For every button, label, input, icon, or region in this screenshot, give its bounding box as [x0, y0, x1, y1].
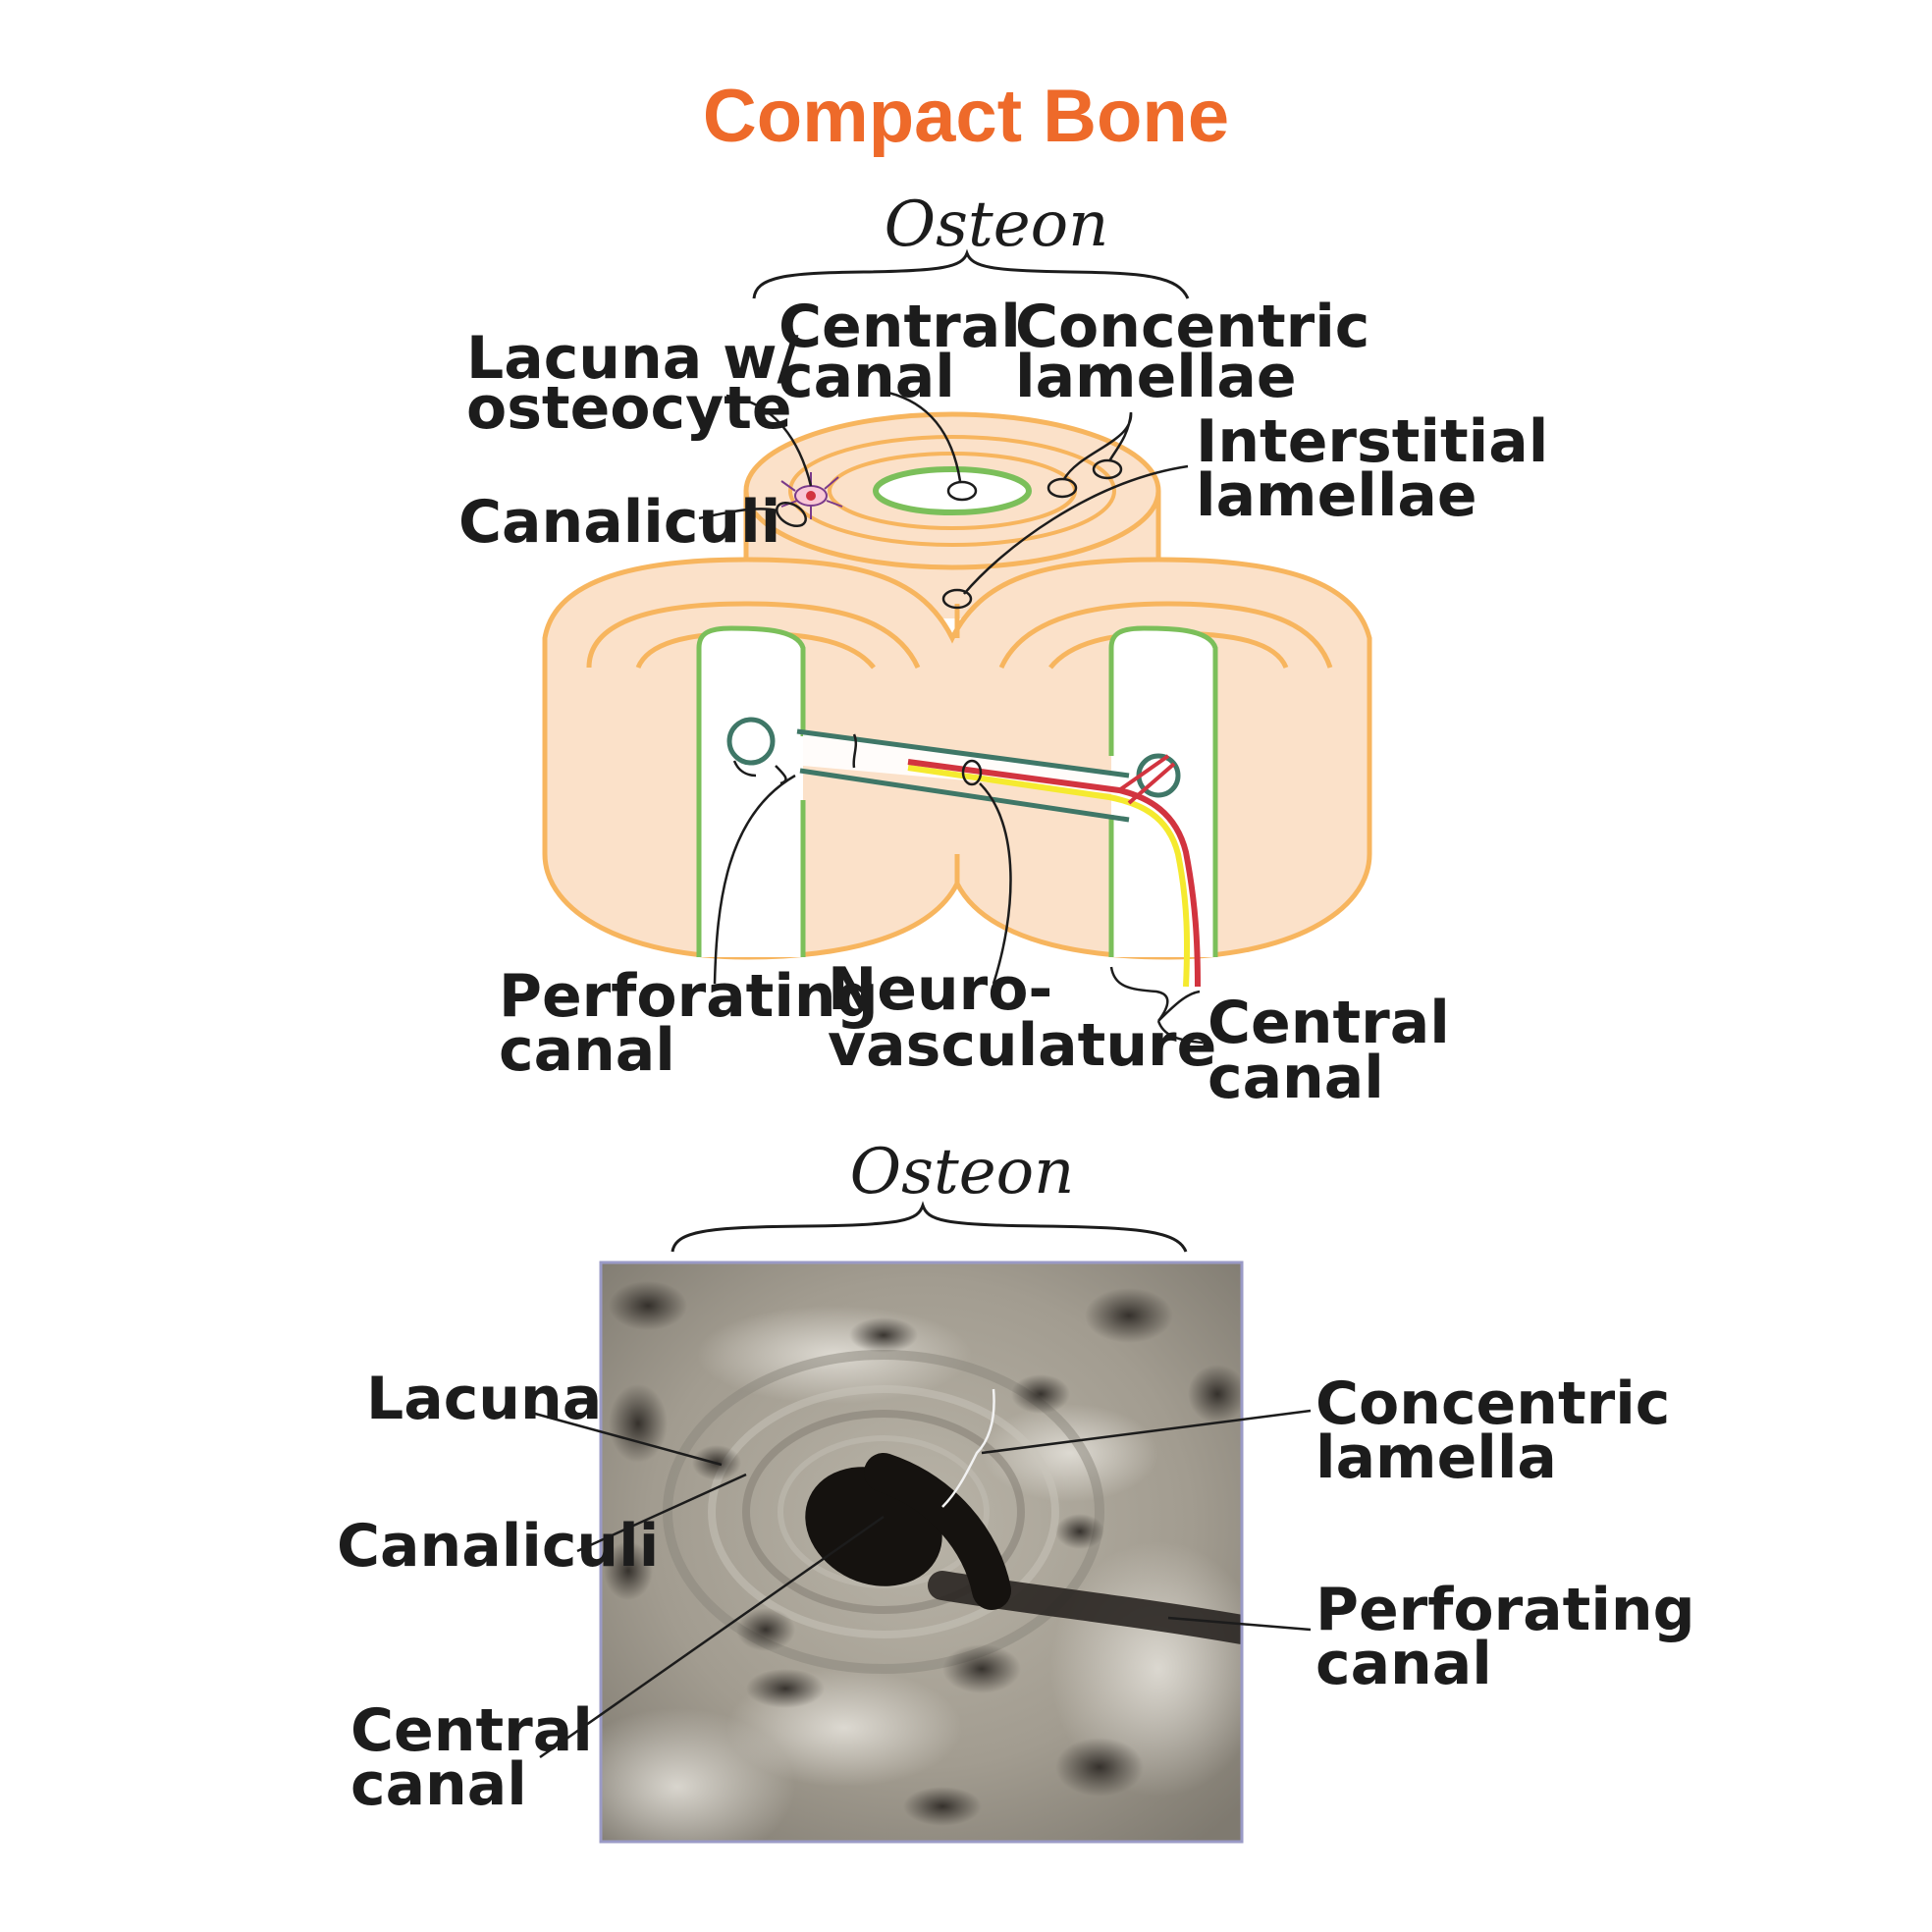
- label-perforating-canal-photo-2: canal: [1315, 1630, 1492, 1698]
- osteon-diagram: Osteon: [458, 188, 1548, 1112]
- leader-canaliculi-top: [698, 508, 778, 520]
- label-central-canal-photo: Central: [350, 1696, 593, 1765]
- leader-central-canal-bottom: [1109, 966, 1201, 1022]
- perforating-canal-tube: [796, 728, 1130, 823]
- leader-perforating: [713, 774, 796, 985]
- label-lacuna-photo: Lacuna: [366, 1365, 602, 1433]
- label-concentric-lamella-photo: Concentric: [1315, 1369, 1670, 1438]
- label-concentric-lamellae-2: lamellae: [1015, 343, 1297, 411]
- label-perforating-canal-2: canal: [499, 1016, 675, 1085]
- label-central-canal-bottom: Central: [1208, 989, 1450, 1057]
- leader-perforating-canal-photo: [1167, 1616, 1312, 1632]
- leader-concentric-lamella-photo: [981, 1409, 1312, 1455]
- leader-lacuna-photo: [534, 1412, 723, 1467]
- osteon-brace: [752, 248, 1190, 299]
- micrograph-panel: Osteon: [337, 1136, 1695, 1844]
- leader-concentric-lamellae: [1062, 411, 1133, 480]
- label-canaliculi-photo: Canaliculi: [337, 1512, 659, 1581]
- osteon-brace-bottom: [671, 1201, 1188, 1253]
- label-lacuna-osteocyte-2: osteocyte: [466, 374, 792, 443]
- label-neurovasculature: Neuro-: [828, 955, 1052, 1024]
- leader-interstitial: [963, 464, 1189, 595]
- label-neurovasculature-2: vasculature: [828, 1011, 1216, 1080]
- label-concentric-lamellae: Concentric: [1015, 293, 1369, 361]
- leader-perforating-circle: [732, 760, 787, 785]
- label-central-canal-photo-2: canal: [350, 1750, 527, 1819]
- figure-title: Compact Bone: [703, 75, 1229, 158]
- leader-central-canal-photo: [539, 1515, 885, 1759]
- leader-central-canal-bottom-2: [1156, 1020, 1204, 1045]
- bone-micrograph-image: [601, 1262, 1242, 1842]
- label-perforating-canal-photo: Perforating: [1315, 1576, 1695, 1644]
- leader-neurovasculature: [979, 782, 1012, 985]
- micrograph-border: [599, 1261, 1244, 1844]
- label-perforating-canal: Perforating: [499, 962, 879, 1031]
- label-central-canal-bottom-2: canal: [1208, 1044, 1384, 1112]
- label-central-canal-top: Central: [778, 293, 1021, 361]
- osteon-label-top: Osteon: [885, 188, 1109, 261]
- label-canaliculi-top: Canaliculi: [458, 488, 780, 557]
- leader-central-canal-top: [887, 391, 962, 482]
- label-interstitial-lamellae: Interstitial: [1196, 407, 1548, 476]
- osteon-label-bottom: Osteon: [850, 1136, 1075, 1208]
- leader-lacuna: [725, 394, 813, 487]
- label-lacuna-osteocyte: Lacuna w/: [466, 324, 799, 393]
- label-interstitial-lamellae-2: lamellae: [1196, 461, 1477, 530]
- artery-line: [907, 759, 1201, 988]
- leader-canaliculi-photo: [576, 1473, 747, 1553]
- lower-osteon-cylinders: [542, 557, 1372, 988]
- label-central-canal-top-2: canal: [778, 343, 955, 411]
- label-concentric-lamella-photo-2: lamella: [1315, 1423, 1557, 1492]
